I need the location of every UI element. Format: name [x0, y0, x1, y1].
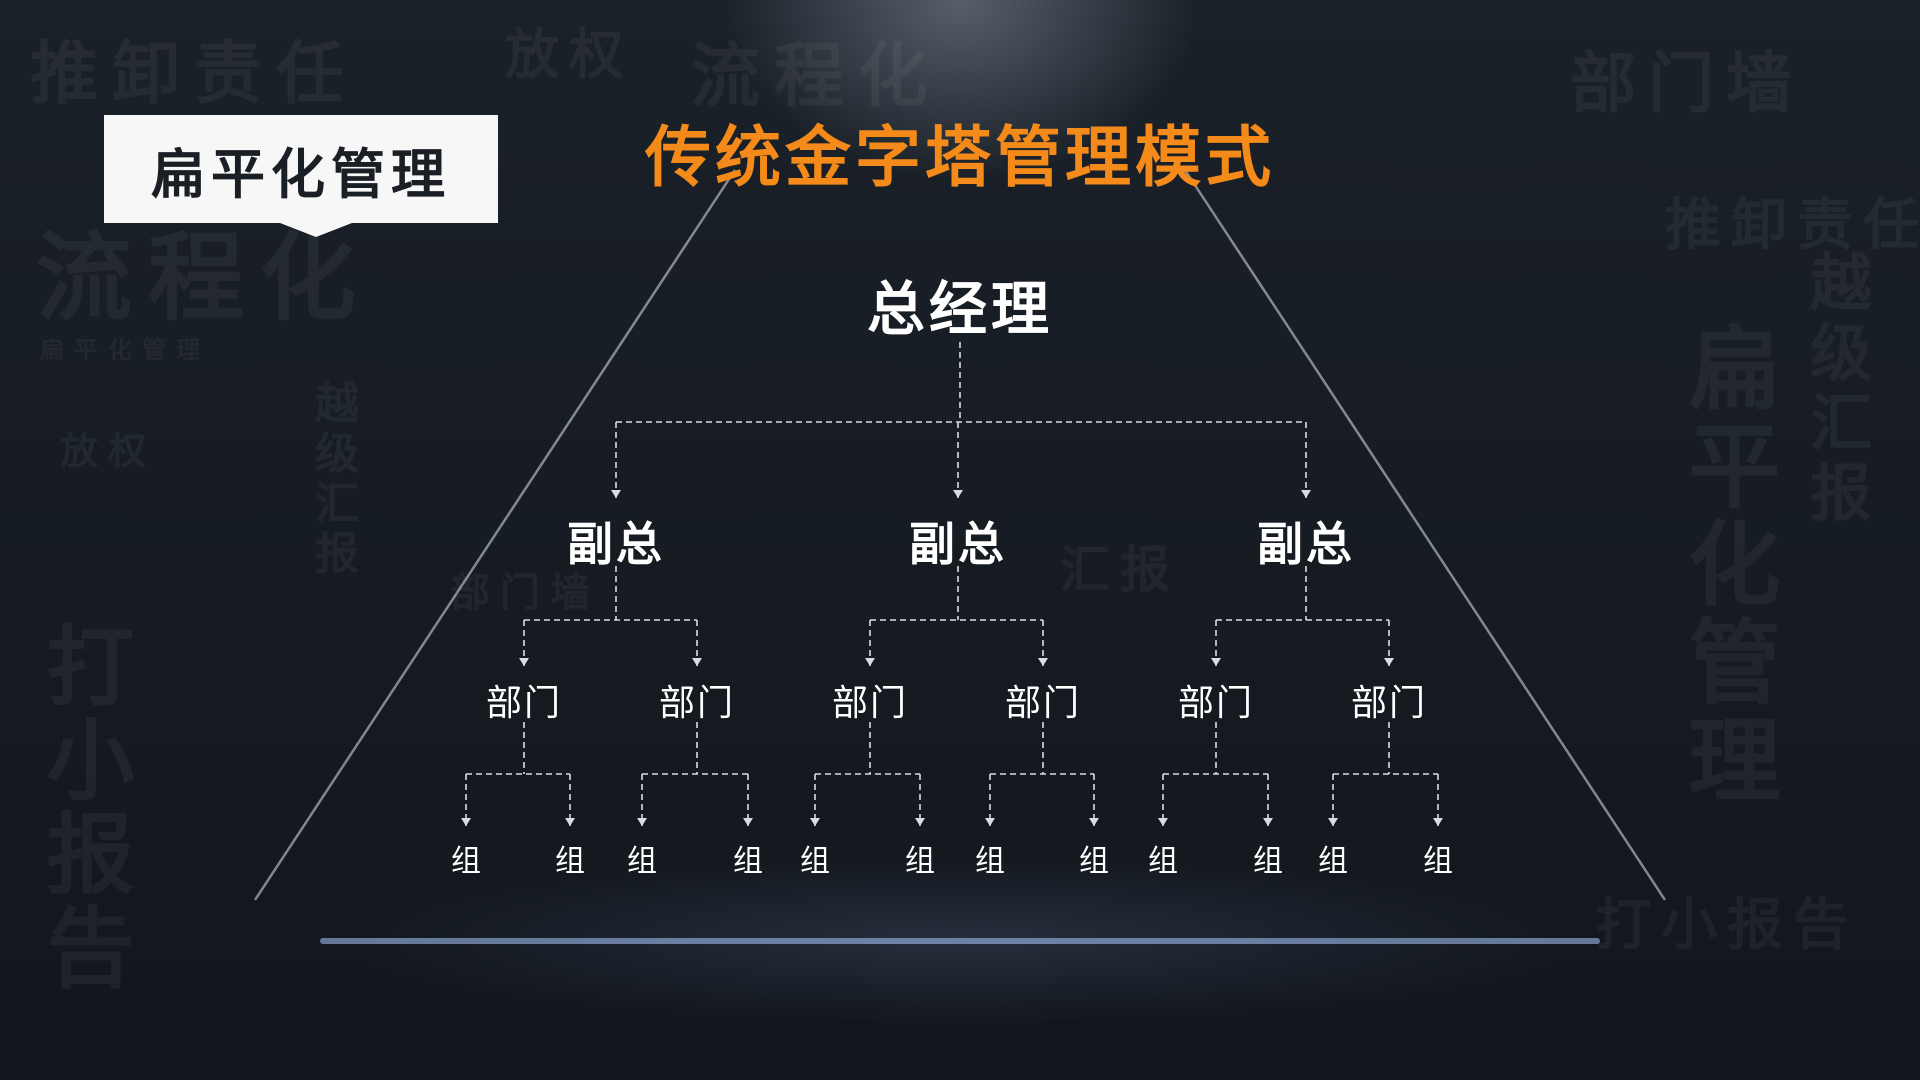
arrowhead [519, 658, 529, 666]
arrowhead [1301, 490, 1311, 498]
vp-node: 副总 [567, 517, 665, 571]
department-node: 部门 [1177, 683, 1255, 724]
watermark-text: 越级汇报 [307, 380, 358, 580]
watermark-text: 放权 [60, 429, 157, 473]
vp-node: 副总 [909, 517, 1007, 571]
arrowhead [915, 818, 925, 826]
flat-management-badge: 扁平化管理 [104, 115, 498, 237]
arrowhead [1158, 818, 1168, 826]
arrowhead [1089, 818, 1099, 826]
page-title: 传统金字塔管理模式 [645, 119, 1275, 196]
arrowhead [810, 818, 820, 826]
arrowhead [743, 818, 753, 826]
arrowhead [953, 490, 963, 498]
watermark-text: 流程化 [36, 222, 372, 334]
vp-node: 副总 [1257, 517, 1355, 571]
group-node: 组 [1253, 844, 1283, 879]
group-node: 组 [1318, 844, 1348, 879]
watermark-text: 扁平化管理 [1673, 320, 1780, 810]
group-node: 组 [451, 844, 481, 879]
watermark-text: 越级汇报 [1799, 250, 1872, 530]
arrowhead [1211, 658, 1221, 666]
watermark-text: 打小报告 [32, 620, 135, 996]
watermark-text: 部门墙 [450, 570, 600, 616]
arrowhead [1263, 818, 1273, 826]
watermark-text: 放权 [505, 23, 633, 86]
arrowheads [461, 490, 1443, 826]
arrowhead [565, 818, 575, 826]
watermark-text: 流程化 [690, 35, 942, 117]
arrowhead [1038, 658, 1048, 666]
watermark-text: 部门墙 [1570, 45, 1804, 122]
arrowhead [461, 818, 471, 826]
arrowhead [1384, 658, 1394, 666]
arrowhead [865, 658, 875, 666]
watermark-text: 推卸责任 [30, 35, 359, 114]
group-node: 组 [1148, 844, 1178, 879]
watermark-text: 扁平化管理 [40, 336, 210, 364]
group-node: 组 [1423, 844, 1453, 879]
group-node: 组 [905, 844, 935, 879]
watermark-text: 汇报 [1060, 541, 1180, 599]
floor-glow [320, 938, 1600, 944]
group-node: 组 [800, 844, 830, 879]
arrowhead [637, 818, 647, 826]
arrowhead [692, 658, 702, 666]
arrowhead [1433, 818, 1443, 826]
watermark-text: 打小报告 [1595, 893, 1859, 958]
group-node: 组 [627, 844, 657, 879]
group-node: 组 [975, 844, 1005, 879]
department-node: 部门 [1004, 683, 1082, 724]
group-node: 组 [1079, 844, 1109, 879]
badge-label: 扁平化管理 [151, 142, 451, 206]
department-node: 部门 [658, 683, 736, 724]
group-node: 组 [733, 844, 763, 879]
arrowhead [985, 818, 995, 826]
watermark-text: 推卸责任 [1665, 193, 1920, 258]
general-manager-node: 总经理 [866, 275, 1054, 343]
group-node: 组 [555, 844, 585, 879]
department-node: 部门 [485, 683, 563, 724]
pyramid-left-edge [253, 169, 737, 901]
connectors [465, 342, 1439, 826]
arrowhead [1328, 818, 1338, 826]
department-node: 部门 [1350, 683, 1428, 724]
pyramid-right-edge [1183, 169, 1667, 901]
department-node: 部门 [831, 683, 909, 724]
arrowhead [611, 490, 621, 498]
